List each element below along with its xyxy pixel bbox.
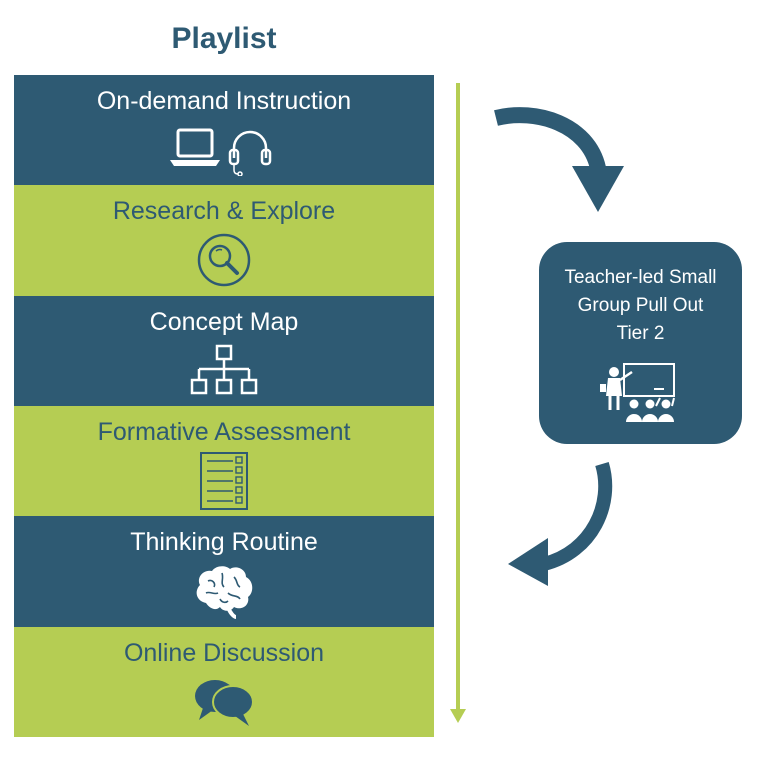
concept-map-icon bbox=[190, 344, 258, 394]
magnifier-icon bbox=[197, 234, 251, 287]
curved-arrow-to-callout bbox=[494, 107, 624, 212]
brain-icon bbox=[196, 566, 253, 620]
speech-bubbles-icon bbox=[195, 679, 254, 726]
callout-line-1: Teacher-led Small bbox=[564, 267, 717, 288]
flow-down-arrow bbox=[450, 83, 466, 723]
row-label: Thinking Routine bbox=[130, 528, 318, 557]
playlist-row-formative-assessment: Formative Assessment bbox=[14, 405, 434, 517]
row-label: On-demand Instruction bbox=[96, 87, 352, 115]
callout-line-3: Tier 2 bbox=[616, 323, 665, 344]
playlist-row-research-explore: Research & Explore bbox=[14, 185, 434, 296]
playlist-row-thinking-routine: Thinking Routine bbox=[14, 516, 434, 627]
laptop-headphones-icon bbox=[170, 128, 272, 176]
callout-line-2: Group Pull Out bbox=[577, 295, 704, 316]
row-label: Online Discussion bbox=[123, 638, 325, 667]
playlist-row-online-discussion: Online Discussion bbox=[14, 626, 434, 737]
row-label: Formative Assessment bbox=[97, 417, 351, 446]
row-label: Concept Map bbox=[149, 307, 299, 336]
teacher-classroom-icon bbox=[600, 363, 675, 422]
playlist: On-demand Instruction Research & Explore bbox=[14, 75, 434, 737]
checklist-icon bbox=[200, 451, 248, 510]
playlist-row-on-demand-instruction: On-demand Instruction bbox=[14, 75, 434, 186]
teacher-led-callout: Teacher-led Small Group Pull Out Tier 2 bbox=[539, 242, 742, 444]
playlist-row-concept-map: Concept Map bbox=[14, 295, 434, 406]
row-label: Research & Explore bbox=[112, 197, 336, 226]
curved-arrow-from-callout bbox=[508, 461, 613, 586]
playlist-title: Playlist bbox=[171, 22, 277, 55]
